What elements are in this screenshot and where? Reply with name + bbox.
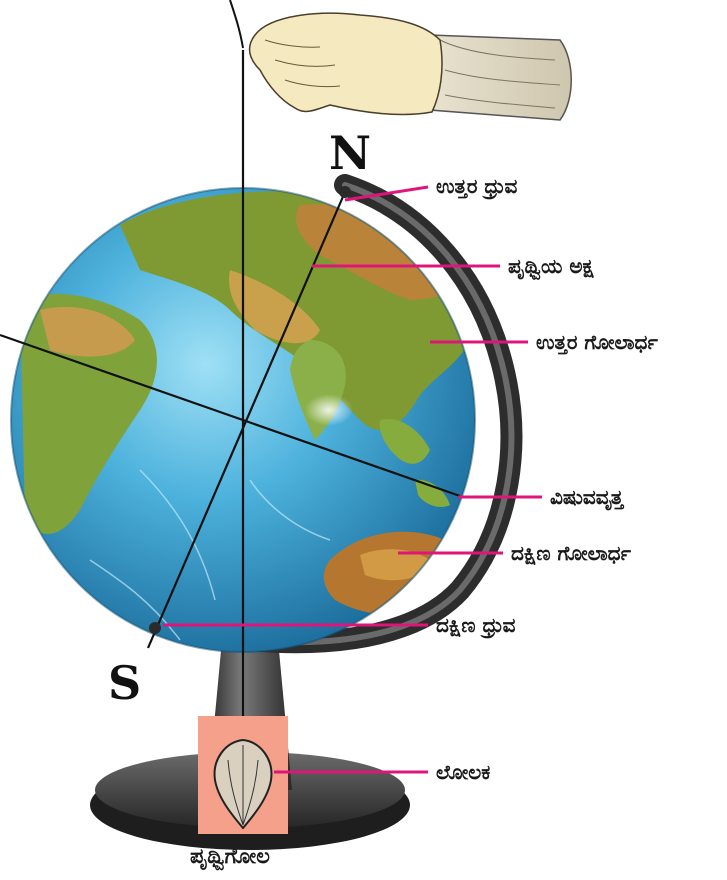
label-south-pole: ದಕ್ಷಿಣ ಧ್ರುವ — [436, 615, 516, 635]
north-pole-letter: N — [329, 130, 371, 176]
label-north-pole: ಉತ್ತರ ಧ್ರುವ — [436, 176, 517, 196]
label-southern-hemisphere: ದಕ್ಷಿಣ ಗೋಲಾರ್ಧ — [511, 543, 631, 563]
pendulum — [198, 716, 288, 834]
label-northern-hemisphere: ಉತ್ತರ ಗೋಲಾರ್ಧ — [536, 332, 658, 352]
label-equator: ವಿಷುವವೃತ್ತ — [550, 487, 623, 507]
hand-illustration — [230, 0, 571, 120]
label-pendulum: ಲೋಲಕ — [436, 762, 490, 782]
figure-caption: ಪೃಥ್ವಿಗೋಲ — [190, 846, 270, 867]
south-pole-letter: S — [108, 660, 141, 706]
label-earth-axis: ಪೃಥ್ವಿಯ ಅಕ್ಷ — [508, 256, 593, 276]
